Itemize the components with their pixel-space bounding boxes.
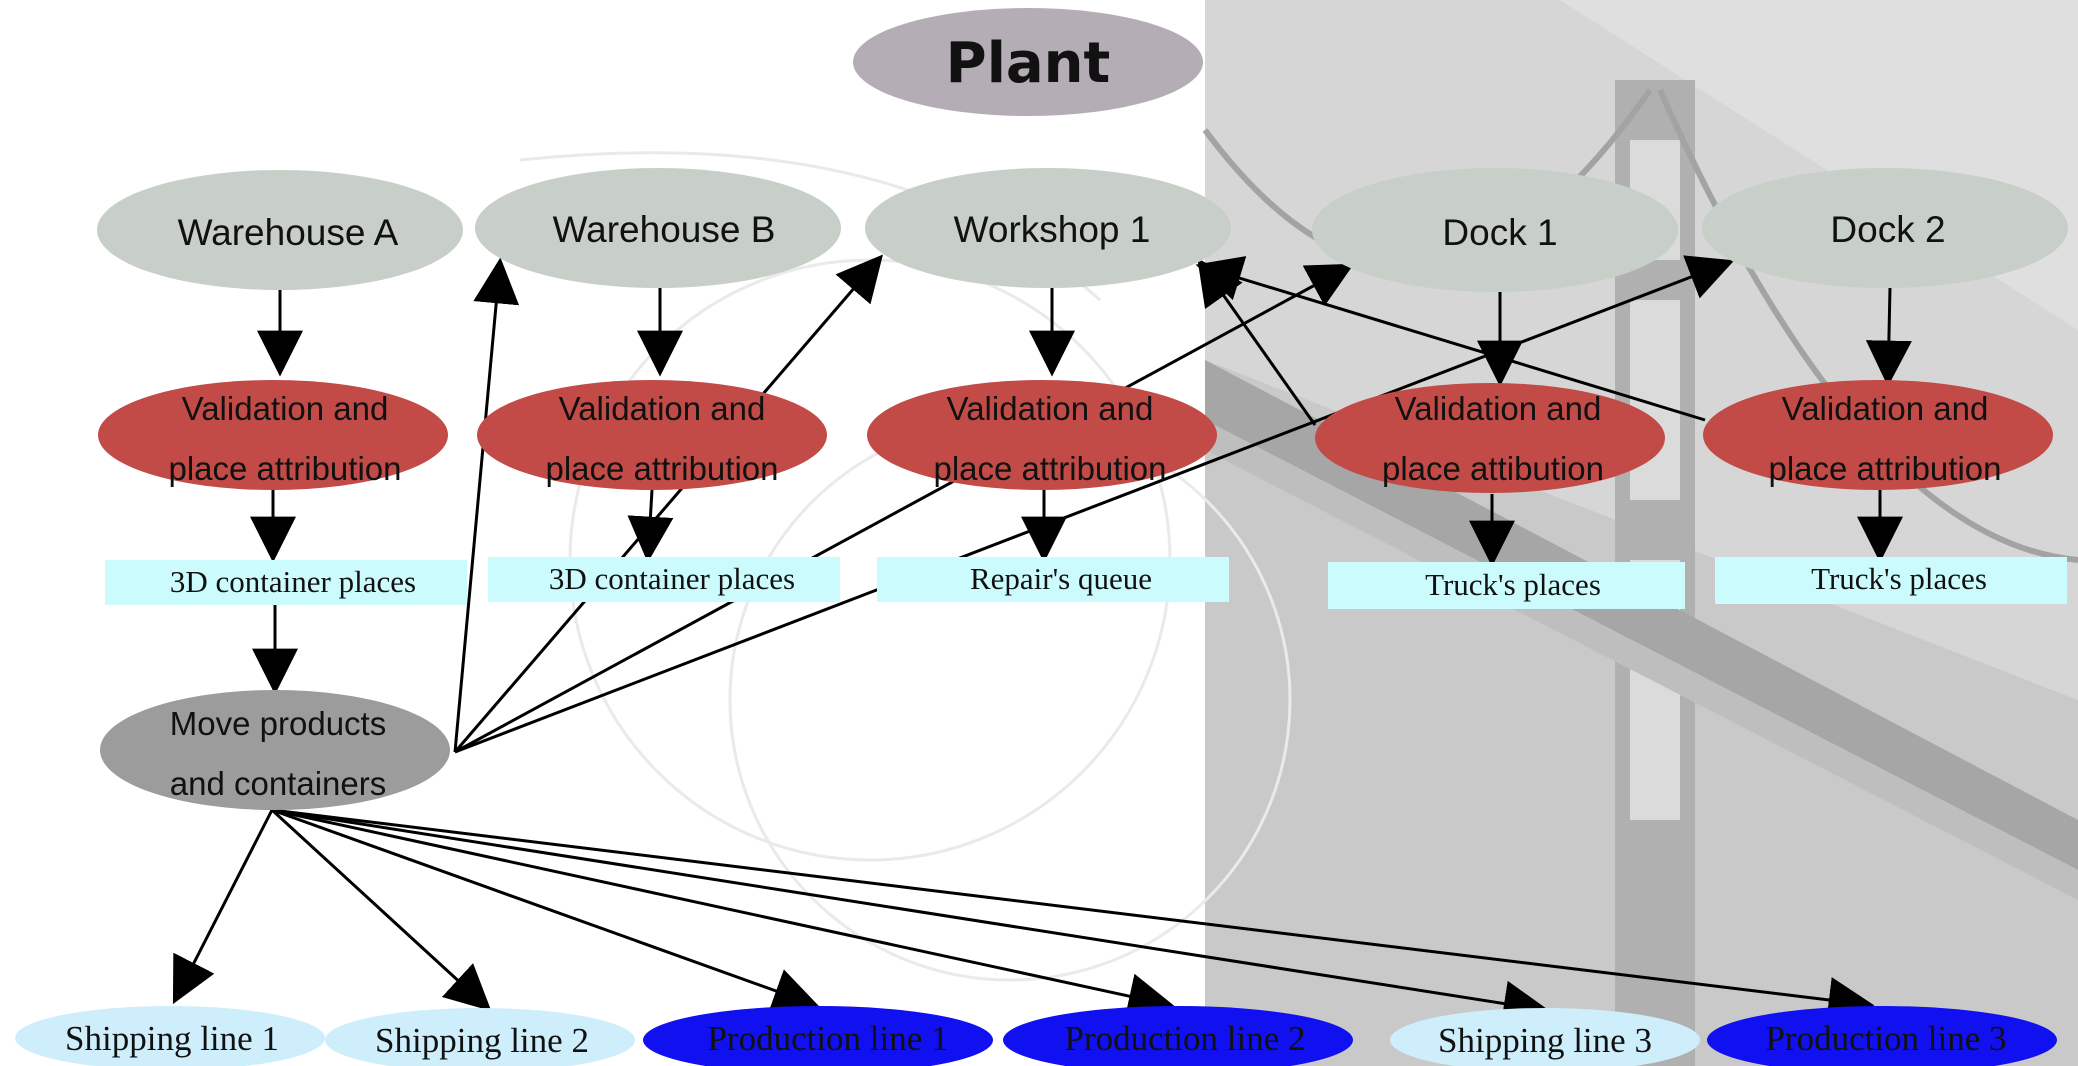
node-shipping-line-1: Shipping line 1 [15, 1006, 325, 1066]
node-move: Move products and containers [100, 690, 450, 810]
edge-move-ship2 [270, 808, 492, 1012]
output-nodes: Shipping line 1 Shipping line 2 Producti… [15, 1006, 2057, 1066]
node-shipping-line-2: Shipping line 2 [325, 1008, 635, 1066]
places-wb-label: 3D container places [549, 561, 795, 596]
validation-wa-line1: Validation and [182, 390, 389, 427]
shipping-line-2-label: Shipping line 2 [375, 1021, 589, 1060]
move-line2: and containers [170, 765, 386, 802]
node-dock-1: Dock 1 [1312, 168, 1678, 292]
validation-wb-line1: Validation and [559, 390, 766, 427]
production-line-1-label: Production line 1 [707, 1019, 948, 1058]
edge-move-d1 [454, 263, 1355, 754]
node-validation-wa: Validation and place attribution [98, 380, 448, 490]
shipping-line-3-label: Shipping line 3 [1438, 1021, 1652, 1060]
production-line-3-label: Production line 3 [1765, 1019, 2006, 1058]
location-nodes: Warehouse A Warehouse B Workshop 1 Dock … [97, 168, 2068, 292]
dock-2-label: Dock 2 [1830, 209, 1945, 250]
title-label: Plant [946, 31, 1111, 96]
place-boxes: 3D container places 3D container places … [105, 557, 2067, 609]
validation-d1-line2: place attibution [1382, 450, 1604, 487]
validation-w1-line1: Validation and [947, 390, 1154, 427]
validation-w1-line2: place attribution [934, 450, 1167, 487]
validation-d2-line1: Validation and [1782, 390, 1989, 427]
box-places-wa: 3D container places [105, 560, 467, 605]
places-w1-label: Repair's queue [970, 561, 1152, 596]
places-d2-label: Truck's places [1811, 561, 1987, 596]
edge-move-prod1 [271, 808, 820, 1013]
node-workshop-1: Workshop 1 [865, 168, 1231, 288]
node-production-line-2: Production line 2 [1003, 1006, 1353, 1066]
warehouse-a-label: Warehouse A [178, 212, 399, 253]
edge-move-prod3 [271, 808, 1875, 1023]
validation-d1-line1: Validation and [1395, 390, 1602, 427]
node-shipping-line-3: Shipping line 3 [1390, 1008, 1700, 1066]
node-validation-d1: Validation and place attibution [1315, 383, 1665, 493]
bridge-background-image [1202, 0, 2078, 1066]
dock-1-label: Dock 1 [1442, 212, 1557, 253]
box-places-d1: Truck's places [1328, 562, 1685, 609]
box-places-wb: 3D container places [488, 557, 840, 602]
node-warehouse-a: Warehouse A [97, 170, 463, 290]
edge-move-ship1 [172, 809, 274, 1005]
title-node-shape [853, 8, 1203, 116]
box-places-w1: Repair's queue [877, 557, 1229, 602]
validation-wb-line2: place attribution [546, 450, 779, 487]
workshop-1-label: Workshop 1 [954, 209, 1151, 250]
validation-d2-line2: place attribution [1769, 450, 2002, 487]
places-wa-label: 3D container places [170, 564, 416, 599]
edge-move-w1 [453, 254, 884, 753]
edge-d2-validation [1865, 287, 1912, 387]
title-node: Plant [853, 8, 1203, 116]
edges [172, 254, 1912, 1027]
node-production-line-3: Production line 3 [1707, 1006, 2057, 1066]
validation-wa-line2: place attribution [169, 450, 402, 487]
node-dock-2: Dock 2 [1702, 168, 2068, 288]
node-warehouse-b: Warehouse B [475, 168, 841, 288]
move-line1: Move products [170, 705, 386, 742]
node-production-line-1: Production line 1 [643, 1006, 993, 1066]
warehouse-b-label: Warehouse B [553, 209, 776, 250]
edge-d2val-w1 [1195, 256, 1706, 422]
node-validation-w1: Validation and place attribution [867, 380, 1217, 490]
shipping-line-1-label: Shipping line 1 [65, 1019, 279, 1058]
edge-move-d2 [454, 255, 1735, 754]
places-d1-label: Truck's places [1425, 567, 1601, 602]
node-validation-wb: Validation and place attribution [477, 380, 827, 490]
box-places-d2: Truck's places [1715, 557, 2067, 604]
node-validation-d2: Validation and place attribution [1703, 380, 2053, 490]
production-line-2-label: Production line 2 [1064, 1019, 1305, 1058]
edge-move-wb [453, 257, 520, 753]
edge-move-ship3 [271, 808, 1550, 1027]
edge-move-prod2 [271, 808, 1175, 1019]
validation-nodes: Validation and place attribution Validat… [98, 380, 2053, 493]
